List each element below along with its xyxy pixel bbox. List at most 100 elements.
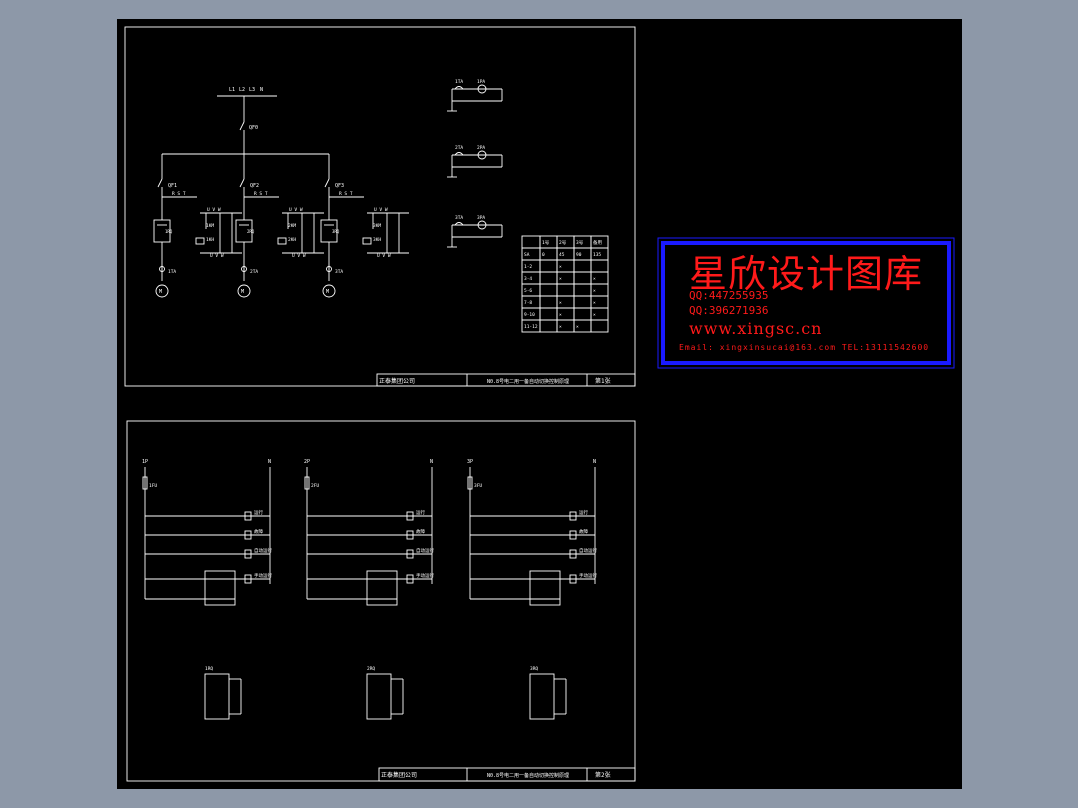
neutral-label: N [268, 459, 271, 465]
ct-symbol [159, 266, 165, 272]
table-cell-text: × [576, 325, 579, 330]
table-cell-text: 备用 [593, 239, 602, 246]
terminal-box-label: 1RQ [205, 666, 213, 672]
row-label: 自动运行 [254, 547, 272, 554]
row-label: 故障 [254, 528, 263, 535]
terminal-box [204, 673, 230, 720]
coil-symbol [406, 549, 414, 559]
table-cell-text: × [559, 301, 562, 306]
table-cell-text: 3-4 [524, 276, 532, 282]
table-cell-text: × [559, 265, 562, 270]
phase-in-label: R S T [254, 191, 268, 197]
table-cell [539, 259, 558, 273]
ct-symbol [326, 266, 332, 272]
meter-ct-label: 3TA [455, 215, 463, 221]
ammeter-label: 2PA [477, 145, 485, 151]
terminal-box [366, 673, 392, 720]
table-cell-text: 3号 [576, 240, 584, 246]
ct-winding [454, 152, 464, 156]
phase-label: 1P [142, 459, 148, 465]
phase-in-label: R S T [339, 191, 353, 197]
table-cell-text: × [559, 325, 562, 330]
terminal-box-label: 2RQ [367, 666, 375, 672]
row-label: 运行 [579, 509, 588, 516]
coil-symbol [244, 530, 252, 540]
bus-label-n: N [260, 87, 263, 93]
watermark-qq-2: QQ:396271936 [689, 304, 769, 317]
meter-ct-label: 1TA [455, 79, 463, 85]
table-cell-text: 1号 [542, 240, 550, 246]
row-label: 故障 [579, 528, 588, 535]
phase-out-bottom-label: U V W [377, 253, 391, 259]
breaker-symbol [324, 178, 330, 188]
bus-label-l1: L1 [229, 87, 235, 93]
bus-label-l2: L2 [239, 87, 245, 93]
meter-ct-label: 2TA [455, 145, 463, 151]
sheet-2-title-block [378, 767, 636, 782]
relay-box [277, 237, 287, 245]
ammeter-symbol [477, 150, 487, 160]
table-cell-text: 9-10 [524, 312, 535, 318]
phase-out-bottom-label: U V W [210, 253, 224, 259]
motor-label: M [326, 289, 329, 295]
table-cell [539, 319, 558, 333]
contactor-label: 1KM [206, 223, 214, 229]
row-label: 故障 [416, 528, 425, 535]
coil-symbol [569, 574, 577, 584]
coil-symbol [406, 574, 414, 584]
terminal-box [529, 673, 555, 720]
ammeter-symbol [477, 84, 487, 94]
coil-symbol [244, 574, 252, 584]
row-label: 手动运行 [579, 572, 597, 579]
row-label: 运行 [416, 509, 425, 516]
fuse-label: 1FU [149, 483, 157, 489]
table-cell [556, 283, 575, 297]
interlock-box [529, 570, 561, 606]
table-cell-text: × [559, 277, 562, 282]
relay-label: 1KH [206, 237, 214, 243]
relay-label: 3KH [373, 237, 381, 243]
watermark-stamp: 星欣设计图库 QQ:447255935 QQ:396271936 www.xin… [657, 237, 955, 369]
table-cell-text: 135 [593, 252, 601, 258]
breaker-label: QF3 [335, 183, 344, 189]
terminal-box-label: 3RQ [530, 666, 538, 672]
fuse-symbol [142, 476, 148, 490]
relay-box [195, 237, 205, 245]
table-cell-text: 11-12 [524, 324, 538, 330]
coil-symbol [569, 549, 577, 559]
main-switch-label: QF0 [249, 125, 258, 131]
sheet-2-title-company: 正泰集团公司 [381, 771, 417, 779]
ammeter-label: 1PA [477, 79, 485, 85]
table-cell [573, 259, 592, 273]
sheet-1-title-company: 正泰集团公司 [379, 377, 415, 385]
table-cell-text: 90 [576, 252, 582, 258]
table-cell [539, 271, 558, 285]
meter-circuit-2: 2TA 2PA [447, 145, 503, 178]
phase-label: 3P [467, 459, 473, 465]
breaker-symbol [239, 178, 245, 188]
table-cell [539, 283, 558, 297]
table-cell-text: 1-2 [524, 264, 532, 270]
table-cell [539, 307, 558, 321]
row-label: 自动运行 [416, 547, 434, 554]
ct-label: 1TA [168, 269, 176, 275]
row-label: 手动运行 [254, 572, 272, 579]
fuse-symbol [467, 476, 473, 490]
bus-label-l3: L3 [249, 87, 255, 93]
row-label: 运行 [254, 509, 263, 516]
motor-symbol [155, 284, 169, 298]
table-cell-text: × [593, 313, 596, 318]
phase-out-bottom-label: U V W [292, 253, 306, 259]
motor-label: M [159, 289, 162, 295]
table-cell [590, 259, 609, 273]
coil-symbol [569, 511, 577, 521]
